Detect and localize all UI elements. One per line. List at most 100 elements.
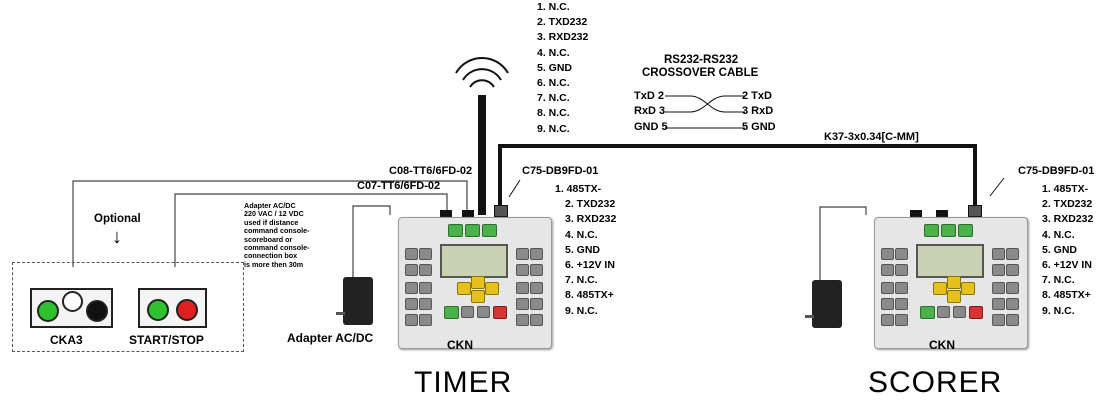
key (493, 306, 507, 319)
scorer-adapter-plug (805, 315, 814, 318)
timer-db9-connector (494, 205, 508, 217)
timer-lcd-screen (440, 244, 508, 278)
key (992, 282, 1005, 294)
key (933, 282, 947, 295)
ckn-scorer-device (874, 217, 1028, 349)
key (924, 224, 939, 237)
arrow-down-icon: ↓ (112, 226, 122, 248)
timer-adapter-cable (352, 205, 391, 280)
key (895, 314, 908, 326)
key (471, 276, 485, 289)
key (920, 306, 935, 319)
crossover-left-1: TxD 2 (634, 90, 664, 102)
key (992, 314, 1005, 326)
timer-top-keys (448, 224, 508, 238)
key (958, 224, 973, 237)
key (881, 248, 894, 260)
key (881, 264, 894, 276)
crossover-cable-drawing (665, 95, 745, 129)
key (895, 248, 908, 260)
scorer-top-keys (924, 224, 984, 238)
key (516, 314, 529, 326)
key (457, 282, 471, 295)
key (895, 282, 908, 294)
scorer-title: SCORER (868, 366, 1003, 399)
green-lamp-icon (37, 300, 59, 322)
key (947, 276, 961, 289)
crossover-right-3: 5 GND (742, 121, 776, 133)
scorer-adapter-icon (812, 280, 842, 328)
key (530, 264, 543, 276)
key (444, 306, 459, 319)
key (941, 224, 956, 237)
antenna-icon (455, 56, 509, 215)
key (405, 298, 418, 310)
timer-connector-1 (440, 210, 452, 218)
white-lamp-icon (62, 291, 83, 312)
c07-cable (174, 193, 448, 267)
key (1006, 314, 1019, 326)
key (419, 282, 432, 294)
key (881, 282, 894, 294)
timer-adapter-icon (343, 277, 373, 325)
key (530, 298, 543, 310)
key (530, 282, 543, 294)
scorer-connector-1 (910, 210, 922, 218)
cka3-panel (30, 288, 113, 328)
key (992, 264, 1005, 276)
key (465, 224, 480, 237)
key (1006, 248, 1019, 260)
crossover-title-1: RS232-RS232 (664, 54, 739, 66)
adapter-label: Adapter AC/DC (287, 331, 374, 345)
ckn-timer-label: CKN (447, 338, 473, 352)
key (516, 248, 529, 260)
key (530, 314, 543, 326)
key (895, 298, 908, 310)
c08-cable (72, 180, 468, 267)
key (516, 282, 529, 294)
key (516, 298, 529, 310)
key (448, 224, 463, 237)
cka3-label: CKA3 (50, 333, 83, 347)
key (405, 282, 418, 294)
c75-timer-label: C75-DB9FD-01 (522, 165, 599, 177)
ckn-scorer-label: CKN (929, 338, 955, 352)
key (419, 264, 432, 276)
key (947, 290, 961, 303)
black-lamp-icon (86, 300, 108, 322)
crossover-right-1: 2 TxD (742, 90, 772, 102)
optional-label: Optional (94, 213, 141, 225)
key (419, 248, 432, 260)
stop-red-lamp-icon (176, 299, 198, 321)
key (471, 290, 485, 303)
key (969, 306, 983, 319)
crossover-left-3: GND 5 (634, 121, 668, 133)
key (485, 282, 499, 295)
key (895, 264, 908, 276)
timer-connector-2 (462, 210, 474, 218)
key (992, 298, 1005, 310)
crossover-right-2: 3 RxD (742, 105, 774, 117)
key (1006, 298, 1019, 310)
scorer-lcd-screen (916, 244, 984, 278)
key (516, 264, 529, 276)
key (961, 282, 975, 295)
key (881, 314, 894, 326)
key (937, 306, 950, 318)
crossover-title-2: CROSSOVER CABLE (642, 67, 759, 79)
key (881, 298, 894, 310)
crossover-left-2: RxD 3 (634, 105, 666, 117)
ckn-timer-device (398, 217, 552, 349)
timer-title: TIMER (414, 366, 513, 399)
key (405, 248, 418, 260)
c75-scorer-label: C75-DB9FD-01 (1018, 165, 1095, 177)
key (477, 306, 490, 318)
key (482, 224, 497, 237)
key (419, 298, 432, 310)
key (461, 306, 474, 318)
